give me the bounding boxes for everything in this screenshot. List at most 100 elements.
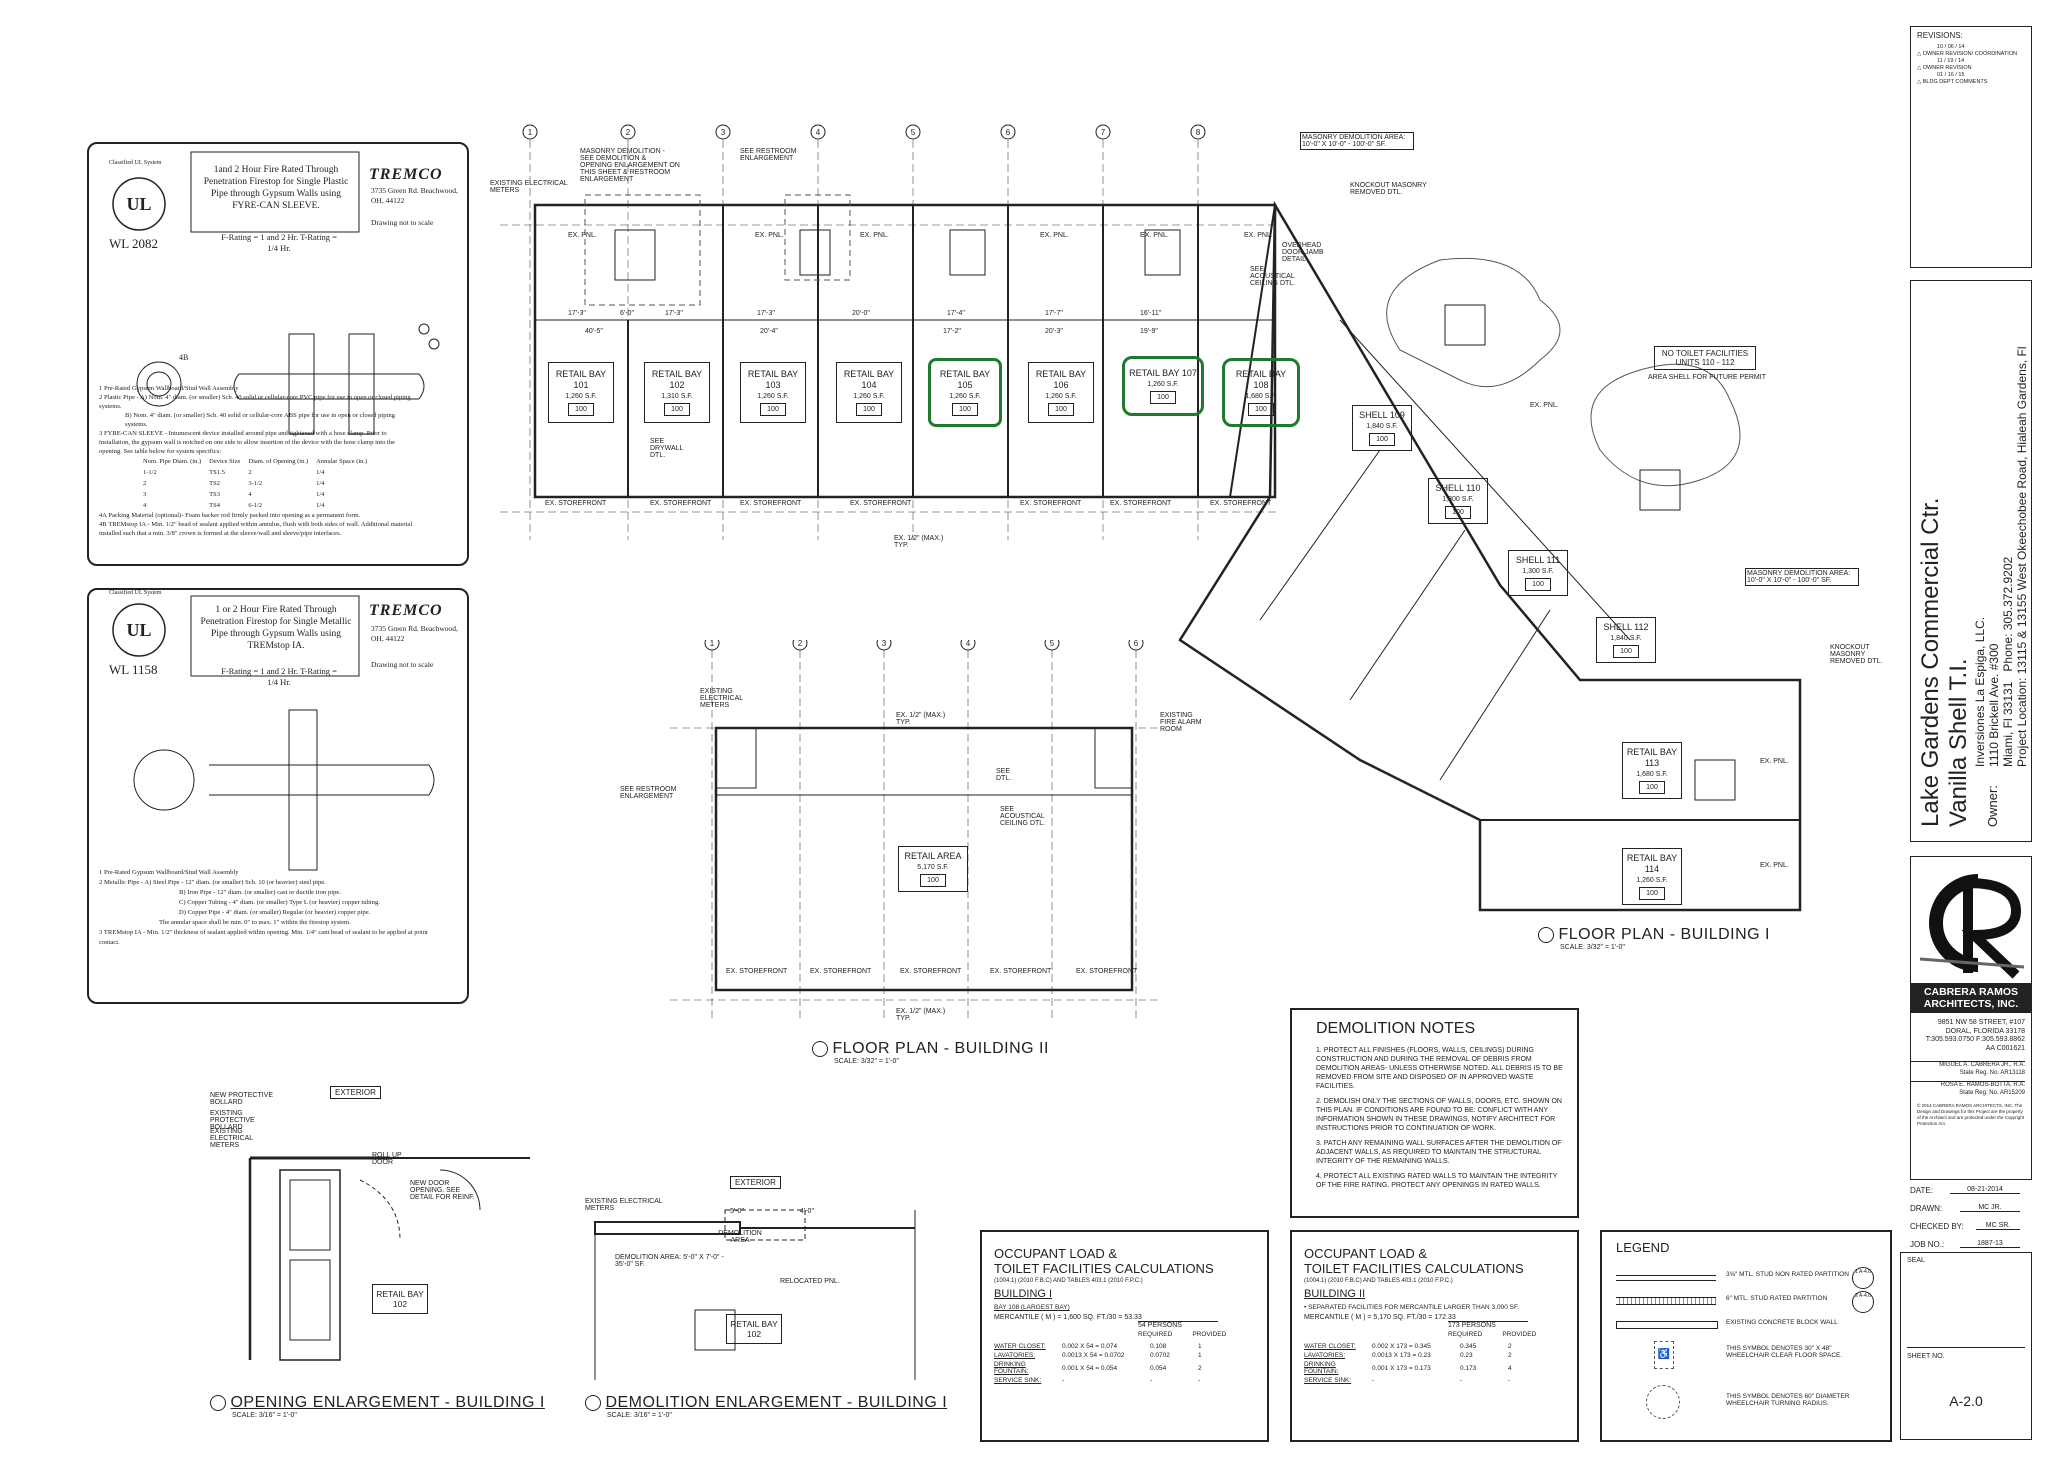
ul-badge: Classified UL System	[109, 590, 162, 596]
sheet-divider	[1907, 1347, 2025, 1348]
revisions-box: REVISIONS: 10 / 06 / 14△ OWNER REVISION/…	[1910, 26, 2032, 268]
td: -	[1372, 1377, 1375, 1384]
bay-tag: 100	[664, 403, 690, 416]
annot-acoustical: SEE ACOUSTICAL CEILING DTL.	[1000, 806, 1046, 827]
titleblock-fields: DATE:08-21-2014 DRAWN:MC JR. CHECKED BY:…	[1910, 1186, 2034, 1258]
td: 3-1/2	[248, 480, 263, 487]
grid-label: 2	[798, 640, 803, 648]
bay-sf: 1,260 S.F.	[1147, 381, 1179, 388]
legend-tag: 2 A-4.0	[1852, 1291, 1874, 1313]
td: 1-1/2	[143, 469, 157, 476]
project-box: Lake Gardens Commercial Ctr. Vanilla She…	[1910, 280, 2032, 842]
firm-name-line1: CABRERA RAMOS	[1923, 986, 2019, 998]
cr-logo-icon	[1919, 874, 2025, 979]
table-row: SERVICE SINK:---	[1300, 1376, 1516, 1385]
scale-text: SCALE: 3/16" = 1'-0"	[232, 1412, 297, 1420]
project-text-rotated: Lake Gardens Commercial Ctr. Vanilla She…	[1911, 281, 2031, 841]
td: 0.0013 X 173 = 0.23	[1372, 1352, 1431, 1359]
brand-logo: TREMCO	[369, 166, 443, 183]
north-icon	[210, 1395, 226, 1411]
annot-exterior: EXTERIOR	[730, 1176, 781, 1189]
bay-tag: 100	[856, 403, 882, 416]
td: 2	[248, 469, 252, 476]
shell-name: SHELL 110	[1435, 483, 1481, 493]
svg-text:UL: UL	[126, 620, 151, 640]
td: LAVATORIES:	[994, 1352, 1036, 1359]
annot-pnl: EX. PNL.	[1760, 862, 1789, 869]
title-text: FLOOR PLAN - BUILDING I	[1558, 926, 1770, 943]
ul-heading: 1 or 2 Hour Fire Rated Through Penetrati…	[200, 605, 352, 651]
calc-title: TOILET FACILITIES CALCULATIONS	[994, 1261, 1214, 1276]
td: SERVICE SINK:	[994, 1377, 1042, 1384]
td: TS3	[209, 491, 220, 498]
dim: 17'-2"	[943, 328, 961, 335]
svg-text:UL: UL	[126, 194, 151, 214]
annot-roll-up: ROLL UP DOOR	[372, 1152, 402, 1166]
owner-address: 1110 Brickell Ave. #300	[1987, 643, 2001, 767]
annot-storefront: EX. STOREFRONT	[810, 968, 872, 975]
td: -	[1198, 1377, 1201, 1384]
sheet-number: A-2.0	[1949, 1393, 1983, 1409]
td: 0.002 X 173 = 0.345	[1372, 1343, 1431, 1350]
bay-tag: 100	[1048, 403, 1074, 416]
grid-label: 4	[966, 640, 971, 648]
revisions-title: REVISIONS:	[1917, 31, 1963, 40]
north-icon	[1538, 927, 1554, 943]
title-text: FLOOR PLAN - BUILDING II	[832, 1040, 1049, 1057]
shell-sf: 1,840 S.F.	[1610, 635, 1642, 642]
annot-pnl: EX. PNL.	[755, 232, 784, 239]
shell-name: SHELL 112	[1603, 622, 1649, 632]
grid-label: 1	[528, 128, 533, 137]
legend-item: ♿ THIS SYMBOL DENOTES 30" X 48" WHEELCHA…	[1602, 1341, 1890, 1385]
calc-persons: 54 PERSONS	[1138, 1321, 1218, 1329]
revision-date: 01 / 16 / 15	[1937, 72, 1965, 78]
th: Annular Space (in.)	[316, 458, 368, 465]
bay-sf: 1,680 S.F.	[1245, 393, 1277, 400]
annot-meters: EXISTING ELECTRICAL METERS	[700, 688, 743, 709]
drawn-label: DRAWN:	[1910, 1204, 1943, 1213]
firm-logo	[1916, 863, 2026, 983]
grid-label: 3	[882, 640, 887, 648]
owner-name: Inversiones La Espiga, LLC.	[1973, 616, 1987, 767]
annot-restroom: SEE RESTROOM ENLARGEMENT	[620, 786, 677, 800]
fire-rating: F-Rating = 1 and 2 Hr. T-Rating = 1/4 Hr…	[221, 666, 337, 687]
legend-text: EXISTING CONCRETE BLOCK WALL	[1726, 1319, 1838, 1326]
brand-address: 3735 Green Rd. Beachwood, OH, 44122	[371, 624, 458, 643]
project-subtitle: Vanilla Shell T.I.	[1945, 658, 1972, 827]
annot-relocated: RELOCATED PNL.	[780, 1278, 840, 1285]
annot-knockout: KNOCKOUT MASONRY REMOVED DTL.	[1350, 182, 1427, 196]
bay-sf: 1,260 S.F.	[565, 393, 597, 400]
td: WATER CLOSET:	[994, 1343, 1046, 1350]
building1-title: FLOOR PLAN - BUILDING I SCALE: 3/32" = 1…	[1538, 926, 1770, 951]
col-required: REQUIRED	[1448, 1331, 1483, 1338]
bay-name: RETAIL BAY 102	[730, 1319, 778, 1339]
note-item: 2. DEMOLISH ONLY THE SECTIONS OF WALLS, …	[1316, 1098, 1562, 1132]
legend: LEGEND 3⅝" MTL. STUD NON RATED PARTITION…	[1600, 1230, 1892, 1442]
job-value: 1887-13	[1960, 1240, 2020, 1248]
ul-heading: 1and 2 Hour Fire Rated Through Penetrati…	[203, 165, 349, 211]
annot-pnl: EX. PNL.	[1244, 232, 1273, 239]
bay-tag: 100	[568, 403, 594, 416]
annot-storefront: EX. STOREFRONT	[1110, 500, 1172, 507]
calc-sub: BAY 108 (LARGEST BAY)	[994, 1304, 1070, 1311]
architect1: MIGUEL A. CABRERA JR., R.A.	[1911, 1061, 2025, 1070]
annot-existing-bollard: EXISTING PROTECTIVE BOLLARD	[210, 1110, 255, 1131]
calc-title: TOILET FACILITIES CALCULATIONS	[1304, 1261, 1524, 1276]
building1-plan: 1 2 3 4 5 6 7 8	[500, 124, 1802, 912]
annot-storefront: EX. STOREFRONT	[1076, 968, 1138, 975]
turning-radius-icon	[1646, 1385, 1680, 1419]
shell-name: SHELL 111	[1515, 555, 1561, 565]
dim: 6'-0"	[620, 310, 634, 317]
col-required: REQUIRED	[1138, 1331, 1173, 1338]
legend-item: THIS SYMBOL DENOTES 60" DIAMETER WHEELCH…	[1602, 1385, 1890, 1425]
bay-sf: 1,680 S.F.	[1636, 771, 1668, 778]
annot-ex-half: EX. 1/2" (MAX.) TYP.	[896, 712, 946, 726]
brand-address: 3735 Green Rd. Beachwood, OH, 44122	[371, 186, 458, 205]
grid-label: 6	[1006, 128, 1011, 137]
td: 0.173	[1460, 1364, 1477, 1372]
